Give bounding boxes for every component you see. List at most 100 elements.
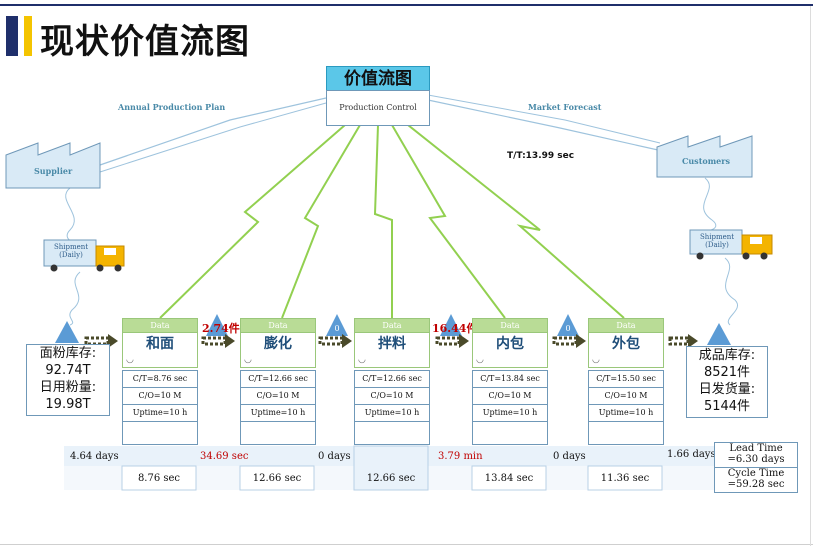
uptime: Uptime=10 h xyxy=(241,405,315,422)
inventory-label-3: 16.44件 xyxy=(432,322,478,335)
uptime: Uptime=10 h xyxy=(355,405,429,422)
shipment-squiggle-left-2 xyxy=(69,271,81,326)
process-name: 拌料 xyxy=(378,336,406,352)
uptime: Uptime=10 h xyxy=(589,405,663,422)
daily-usage-value: 19.98T xyxy=(45,397,91,412)
cycle-time: C/T=15.50 sec xyxy=(589,371,663,388)
data-box-puffing: C/T=12.66 sec C/O=10 M Uptime=10 h xyxy=(240,370,316,445)
daily-shipment-label: 日发货量: xyxy=(698,382,756,397)
supplier-factory-icon xyxy=(5,142,101,189)
frame-bottom xyxy=(0,544,813,545)
timeline-wait-4: 0 days xyxy=(553,451,586,462)
lightning-lines xyxy=(159,124,625,319)
inventory-count-2: 0 xyxy=(334,324,340,333)
lead-time-value: =6.30 days xyxy=(727,454,785,465)
changeover-time: C/O=10 M xyxy=(473,388,547,405)
inventory-label-1: 2.74件 xyxy=(202,322,240,335)
timeline-wait-5: 1.66 days xyxy=(667,449,716,460)
shipment-squiggle-right-2 xyxy=(724,257,738,326)
inventory-triangle-4 xyxy=(557,314,579,336)
info-line-customer-2 xyxy=(427,94,661,144)
uptime: Uptime=10 h xyxy=(473,405,547,422)
process-box-puffing: Data 膨化 ◡ xyxy=(240,318,316,368)
cycle-time: C/T=12.66 sec xyxy=(241,371,315,388)
lightning-5 xyxy=(407,124,625,319)
info-line-customer xyxy=(427,99,659,151)
push-arrow-3 xyxy=(435,334,469,348)
operator-icon: ◡ xyxy=(358,355,366,365)
lightning-2 xyxy=(281,124,361,319)
lightning-1 xyxy=(159,124,346,319)
timeline-wait-0: 4.64 days xyxy=(70,451,119,462)
shipment-squiggle-left xyxy=(65,187,75,243)
market-forecast-label: Market Forecast xyxy=(528,102,602,112)
customers-label: Customers xyxy=(682,156,730,166)
push-arrows xyxy=(84,334,698,348)
inbound-stock-label: 面粉库存: xyxy=(39,346,97,361)
data-box-kneading: C/T=8.76 sec C/O=10 M Uptime=10 h xyxy=(122,370,198,445)
process-name: 内包 xyxy=(496,336,524,352)
truck-left-icon xyxy=(43,239,125,272)
truck-right-icon xyxy=(689,229,773,260)
vsm-banner: 价值流图 xyxy=(326,66,430,92)
truck-right-label: Shipment (Daily) xyxy=(692,233,742,249)
inbound-stock-triangle xyxy=(55,321,79,343)
operator-icon: ◡ xyxy=(126,355,134,365)
data-empty-row xyxy=(241,422,315,444)
inventory-triangle-2 xyxy=(326,314,348,336)
timeline-cycle-1: 12.66 sec xyxy=(252,473,302,484)
process-box-inner-pack: Data 内包 ◡ xyxy=(472,318,548,368)
process-box-mixing: Data 拌料 ◡ xyxy=(354,318,430,368)
push-arrow-4 xyxy=(552,334,586,348)
timeline-cycle-cell-3 xyxy=(471,465,547,491)
outbound-stock-triangle xyxy=(707,323,731,345)
changeover-time: C/O=10 M xyxy=(589,388,663,405)
data-box-inner-pack: C/T=13.84 sec C/O=10 M Uptime=10 h xyxy=(472,370,548,445)
uptime: Uptime=10 h xyxy=(123,405,197,422)
timeline-cycle-0: 8.76 sec xyxy=(137,473,181,484)
timeline-cycle-cell-1 xyxy=(239,465,315,491)
timeline-wait-2: 0 days xyxy=(318,451,351,462)
cycle-time-box: Cycle Time =59.28 sec xyxy=(714,467,798,493)
push-arrow-2 xyxy=(318,334,352,348)
timeline-cycle-cell-2 xyxy=(353,445,429,491)
data-box-outer-pack: C/T=15.50 sec C/O=10 M Uptime=10 h xyxy=(588,370,664,445)
info-line-supplier xyxy=(99,97,327,166)
process-name: 膨化 xyxy=(264,336,292,352)
inbound-stock-value: 92.74T xyxy=(45,363,91,378)
process-name: 外包 xyxy=(612,336,640,352)
title-accent-navy xyxy=(6,16,18,56)
process-name: 和面 xyxy=(146,336,174,352)
annual-plan-label: Annual Production Plan xyxy=(118,102,226,112)
truck-left-label: Shipment (Daily) xyxy=(46,243,96,259)
inventory-triangle-1 xyxy=(206,314,228,336)
timeline-cycle-cell-0 xyxy=(121,465,197,491)
operator-icon: ◡ xyxy=(244,355,252,365)
operator-icon: ◡ xyxy=(476,355,484,365)
inventory-count-4: 0 xyxy=(565,324,571,333)
timeline-wait-1: 34.69 sec xyxy=(200,451,249,462)
daily-usage-label: 日用粉量: xyxy=(39,380,97,395)
timeline-cycle-2: 12.66 sec xyxy=(366,473,416,484)
cycle-time-label: Cycle Time xyxy=(727,468,785,479)
push-arrow-0 xyxy=(84,334,118,348)
cycle-time: C/T=12.66 sec xyxy=(355,371,429,388)
data-empty-row xyxy=(473,422,547,444)
changeover-time: C/O=10 M xyxy=(123,388,197,405)
process-header: Data xyxy=(473,319,547,333)
timeline-cycle-cell-4 xyxy=(587,465,663,491)
inventory-triangle-3 xyxy=(440,314,462,336)
shipment-frequency: (Daily) xyxy=(59,251,83,259)
shipment-squiggle-right xyxy=(703,177,717,232)
shipment-label: Shipment xyxy=(699,233,735,241)
outbound-stock-value: 8521件 xyxy=(703,365,751,380)
process-header: Data xyxy=(355,319,429,333)
info-line-supplier-2 xyxy=(99,102,327,173)
lead-time-label: Lead Time xyxy=(729,443,783,454)
outbound-stock-box: 成品库存: 8521件 日发货量: 5144件 xyxy=(686,346,768,418)
data-box-mixing: C/T=12.66 sec C/O=10 M Uptime=10 h xyxy=(354,370,430,445)
lead-time-box: Lead Time =6.30 days xyxy=(714,442,798,468)
production-control-box: Production Control xyxy=(326,90,430,126)
inbound-stock-box: 面粉库存: 92.74T 日用粉量: 19.98T xyxy=(26,344,110,416)
